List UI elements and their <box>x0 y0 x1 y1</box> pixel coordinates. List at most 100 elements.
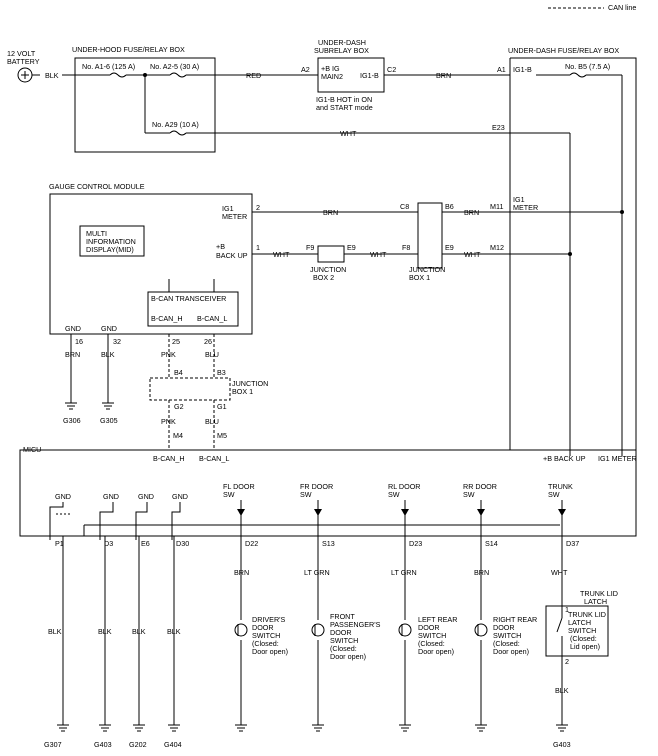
micu-pin-e6: E6 <box>141 539 150 548</box>
drivers-door-switch: BRN DRIVER'S DOOR SWITCH (Closed: Door o… <box>234 540 288 732</box>
fuse-b5-icon <box>569 72 587 78</box>
micu-bcan-h: B-CAN_H <box>153 454 185 463</box>
lr-switch-icon <box>398 623 412 637</box>
micu-pin-p1: P1 <box>55 539 64 548</box>
micu-bcan-l: B-CAN_L <box>199 454 229 463</box>
mid-label-3: DISPLAY(MID) <box>86 245 134 254</box>
rr-switch-icon <box>474 623 488 637</box>
left-rear-door-switch: LT GRN LEFT REAR DOOR SWITCH (Closed: Do… <box>391 540 457 732</box>
rr-l4: (Closed: <box>493 639 520 648</box>
subrelay-ig-main-2: MAIN2 <box>321 72 343 81</box>
ground-icon-g202 <box>133 724 145 732</box>
trunk-latch-l1: TRUNK LID <box>580 589 618 598</box>
gauge-control-module: GAUGE CONTROL MODULE IG1 METER 2 +B BACK… <box>49 182 260 346</box>
jb2-label-2: BOX 2 <box>313 273 334 282</box>
lr-l4: (Closed: <box>418 639 445 648</box>
wire-wht-d37: WHT <box>551 568 568 577</box>
wire-blk-g403: BLK <box>98 627 112 636</box>
micu-title: MICU <box>23 445 41 454</box>
battery: 12 VOLT BATTERY BLK <box>7 49 80 83</box>
micu-pin-m5: M5 <box>217 431 227 440</box>
fuse-a1-6-label: No. A1-6 (125 A) <box>82 62 135 71</box>
gauge-pin-25: 25 <box>172 337 180 346</box>
wire-wht-a29-label: WHT <box>340 129 357 138</box>
subrelay-title-2: SUBRELAY BOX <box>314 46 369 55</box>
micu-pin-d22: D22 <box>245 539 258 548</box>
wire-ltgrn-d23: LT GRN <box>391 568 417 577</box>
gauge-b-backup-2: BACK UP <box>216 251 248 260</box>
wire-blk-g307: BLK <box>48 627 62 636</box>
jb1-can-pin-g2: G2 <box>174 402 184 411</box>
battery-label-1: 12 VOLT <box>7 49 36 58</box>
subrelay-note-2: and START mode <box>316 103 373 112</box>
gauge-b-backup-1: +B <box>216 242 225 251</box>
rr-l3: SWITCH <box>493 631 521 640</box>
micu-pin-d23: D23 <box>409 539 422 548</box>
drv-l5: Door open) <box>252 647 288 656</box>
jb1-can-pin-b3: B3 <box>217 368 226 377</box>
ground-g306: G306 <box>63 416 81 425</box>
rr-l2: DOOR <box>493 623 515 632</box>
dash-fuse-title: UNDER-DASH FUSE/RELAY BOX <box>508 46 619 55</box>
wire-red-label: RED <box>246 71 261 80</box>
gauge-pin-1: 1 <box>256 243 260 252</box>
subrelay-title-1: UNDER-DASH <box>318 38 366 47</box>
fp-l4: SWITCH <box>330 636 358 645</box>
wire-brn-g306-label: BRN <box>65 350 80 359</box>
trunk-latch-l2: LATCH <box>584 597 607 606</box>
ground-icon-g307 <box>57 724 69 732</box>
wire-blu-upper: BLU <box>205 350 219 359</box>
micu-fl-door: FL DOOR <box>223 482 255 491</box>
junction-box-2 <box>317 245 345 263</box>
fp-l2: PASSENGER'S <box>330 620 381 629</box>
micu-pin-d30: D30 <box>176 539 189 548</box>
fuse-a29-label: No. A29 (10 A) <box>152 120 199 129</box>
under-hood-fuse-box: UNDER-HOOD FUSE/RELAY BOX No. A1-6 (125 … <box>72 45 216 153</box>
wire-pnk-upper: PNK <box>161 350 176 359</box>
ground-g404: G404 <box>164 740 182 749</box>
micu-gnd-2: GND <box>103 492 119 501</box>
wire-wht-m12-label: WHT <box>464 250 481 259</box>
micu-pin-d37: D37 <box>566 539 579 548</box>
gauge-pin-16: 16 <box>75 337 83 346</box>
battery-label-2: BATTERY <box>7 57 40 66</box>
front-passenger-door-switch: LT GRN FRONT PASSENGER'S DOOR SWITCH (Cl… <box>304 540 381 732</box>
micu-b-backup: +B BACK UP <box>543 454 586 463</box>
trunk-box-l2: LATCH <box>568 618 591 627</box>
jb1-pin-b6: B6 <box>445 202 454 211</box>
jb1-can-pin-g1: G1 <box>217 402 227 411</box>
jb1-pin-c8: C8 <box>400 202 409 211</box>
micu-fr-door: FR DOOR <box>300 482 333 491</box>
dash-fuse-box: UNDER-DASH FUSE/RELAY BOX IG1-B No. B5 (… <box>508 46 637 451</box>
gauge-ig1-meter-1: IG1 <box>222 204 234 213</box>
ground-g403-b: G403 <box>553 740 571 749</box>
trunk-pin-2: 2 <box>565 657 569 666</box>
wire-blk-g202: BLK <box>132 627 146 636</box>
rr-l5: Door open) <box>493 647 529 656</box>
jb1-can-pin-b4: B4 <box>174 368 183 377</box>
gauge-bcan-l: B-CAN_L <box>197 314 227 323</box>
lr-l2: DOOR <box>418 623 440 632</box>
wire-brn-d22: BRN <box>234 568 249 577</box>
micu-rr-sw: SW <box>463 490 475 499</box>
wire-wht-jb-label: WHT <box>370 250 387 259</box>
micu-rr-door: RR DOOR <box>463 482 497 491</box>
trunk-input-icon <box>558 500 566 540</box>
lr-l3: SWITCH <box>418 631 446 640</box>
wire-brn-meter-label: BRN <box>323 208 338 217</box>
jb1-pin-e9: E9 <box>445 243 454 252</box>
fuse-a1-6-icon <box>109 72 127 78</box>
ground-g403-a: G403 <box>94 740 112 749</box>
mid-display-box <box>79 225 145 257</box>
ground-g202: G202 <box>129 740 147 749</box>
lr-l1: LEFT REAR <box>418 615 457 624</box>
under-hood-title: UNDER-HOOD FUSE/RELAY BOX <box>72 45 185 54</box>
trunk-latch-box <box>545 605 609 657</box>
drivers-switch-icon <box>234 623 248 637</box>
fp-l6: Door open) <box>330 652 366 661</box>
drv-l1: DRIVER'S <box>252 615 286 624</box>
drv-l4: (Closed: <box>252 639 279 648</box>
gauge-gnd-1: GND <box>65 324 81 333</box>
legend-can-line: CAN line <box>608 3 636 12</box>
ground-g305: G305 <box>100 416 118 425</box>
